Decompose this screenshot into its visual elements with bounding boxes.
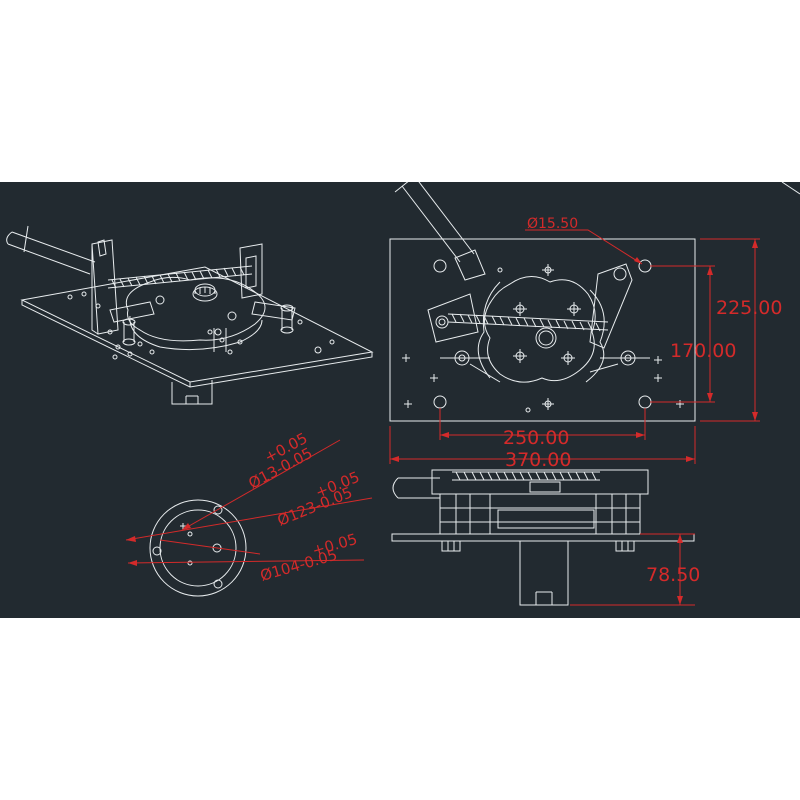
- cad-background: [0, 182, 800, 618]
- top-view: [389, 182, 696, 422]
- dim-hole-diameter: Ø15.50: [527, 216, 578, 232]
- side-view: [391, 469, 695, 606]
- dim-height-overall: 225.00: [716, 297, 782, 319]
- viewport-corner: [781, 182, 800, 195]
- detail-view: [149, 499, 247, 597]
- isometric-view: [6, 225, 374, 405]
- dim-shaft-length: 78.50: [646, 564, 700, 586]
- cad-drawing: Ø15.50 225.00 170.00 250.00 370.00 78.50…: [0, 182, 800, 618]
- dim-width-holes: 250.00: [503, 427, 569, 449]
- dim-width-overall: 370.00: [505, 449, 571, 471]
- dim-height-holes: 170.00: [670, 340, 736, 362]
